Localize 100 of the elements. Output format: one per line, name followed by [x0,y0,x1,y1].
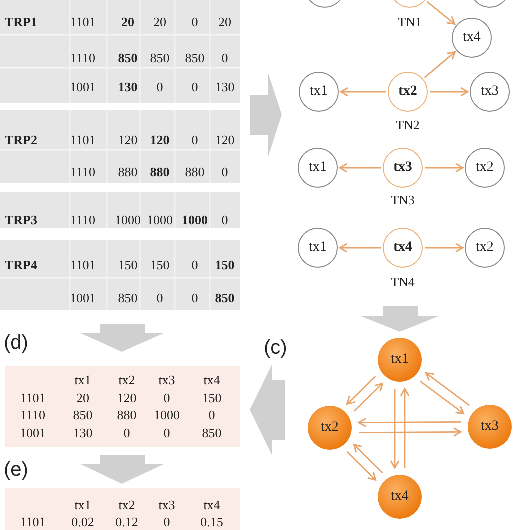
panel-letter: (d) [4,333,28,353]
table-text: 0.12 [116,516,138,528]
table-text: 0 [222,52,228,64]
table-text: TRP4 [5,258,38,272]
table-text: 20 [122,16,134,28]
arrow [425,243,464,253]
table-text: 150 [202,392,222,404]
network-label: TN3 [391,194,415,206]
arrow [424,51,456,78]
table-text: 0 [192,134,198,146]
network-label: TN4 [391,276,415,288]
table-text: 1001 [70,292,96,304]
circle-node: tx2 [465,148,505,188]
table-text: 130 [118,80,138,94]
table-text: 880 [150,166,170,178]
table-text: 0 [124,426,130,440]
table-text: 0 [156,80,164,94]
table-text: 1110 [70,166,96,178]
panel-letter: (e) [4,460,28,480]
table-text: TRP3 [5,214,38,226]
table-text: 1001 [70,80,96,94]
table-text: 20 [76,392,90,404]
circle-node: tx3 [470,72,510,112]
table-text: tx4 [204,498,220,512]
table-text: 880 [118,166,138,178]
table-text: 1000 [147,214,173,226]
table-text: 150 [118,258,138,272]
arrow [359,427,462,437]
table-text: 850 [118,292,138,304]
arrow [430,87,469,97]
table-text: TRP1 [5,16,38,28]
table-text: 1101 [20,392,46,404]
arrow [354,383,384,412]
circle-node: tx1 [299,72,339,112]
circle-node: tx1 [298,228,338,268]
circle-node: tx4 [383,228,423,268]
table-text: tx2 [118,498,136,512]
table-text: 1101 [70,16,96,28]
table-text: 0 [192,16,198,28]
arrow [339,163,381,173]
filled-circle-node: tx4 [378,475,422,519]
table-text: 0.15 [200,516,224,528]
table-text: 0 [192,80,198,94]
table-text: 120 [150,134,170,146]
table-text: TRP2 [5,134,38,146]
table-text: 850 [185,52,205,64]
table-text: tx3 [158,374,176,386]
arrow [426,1,456,25]
network-label: TN2 [396,118,420,132]
table-text: 850 [202,426,222,440]
circle-node: tx3 [383,148,423,188]
table-text: tx2 [118,374,136,386]
table-text: 0 [164,426,170,440]
table-text: 20 [154,16,166,28]
table-text: 1110 [20,408,46,422]
arrow [339,243,381,253]
table-text: 0 [156,292,164,304]
table-text: 850 [73,408,93,422]
table-text: 150 [215,258,235,272]
table-text: 880 [185,166,205,178]
table-text: 120 [215,134,235,146]
table-text: 850 [215,292,235,304]
arrow [426,372,470,406]
table-text: 0 [222,166,228,178]
circle-node: tx2 [388,72,428,112]
arrow [340,87,386,97]
filled-circle-node: tx3 [468,405,512,449]
table-text: 120 [118,134,138,146]
panel-letter: (c) [264,338,288,358]
arrow [358,418,461,428]
table-text: 1101 [70,258,96,272]
table-text: 130 [73,426,93,440]
table-text: tx1 [74,374,92,386]
table-text: 0 [164,392,170,404]
table-text: 0.02 [72,516,94,528]
filled-circle-node: tx2 [308,406,352,450]
table-text: 1101 [70,134,96,146]
table-text: tx1 [74,498,92,512]
table-text: 0 [222,214,228,226]
circle-node: tx2 [465,228,505,268]
arrow [353,444,384,474]
arrow [346,376,376,405]
table-text: 1000 [154,408,180,422]
network-label: TN1 [398,16,422,28]
arrow [425,163,464,173]
table-text: 1000 [182,214,208,226]
table-text: 1001 [20,426,46,440]
table-text: 1101 [20,516,46,528]
arrow [420,380,464,414]
table-text: 1000 [115,214,141,226]
arrow [390,389,400,469]
table-text: tx3 [158,498,176,512]
table-text: 0 [192,258,198,272]
table-text: 130 [215,80,235,94]
table-text: 120 [117,392,137,404]
circle-node: tx1 [298,148,338,188]
table-text: 850 [150,52,170,64]
table-text: tx4 [204,374,220,386]
table-text: 150 [150,258,170,272]
table-text: 20 [218,16,232,28]
